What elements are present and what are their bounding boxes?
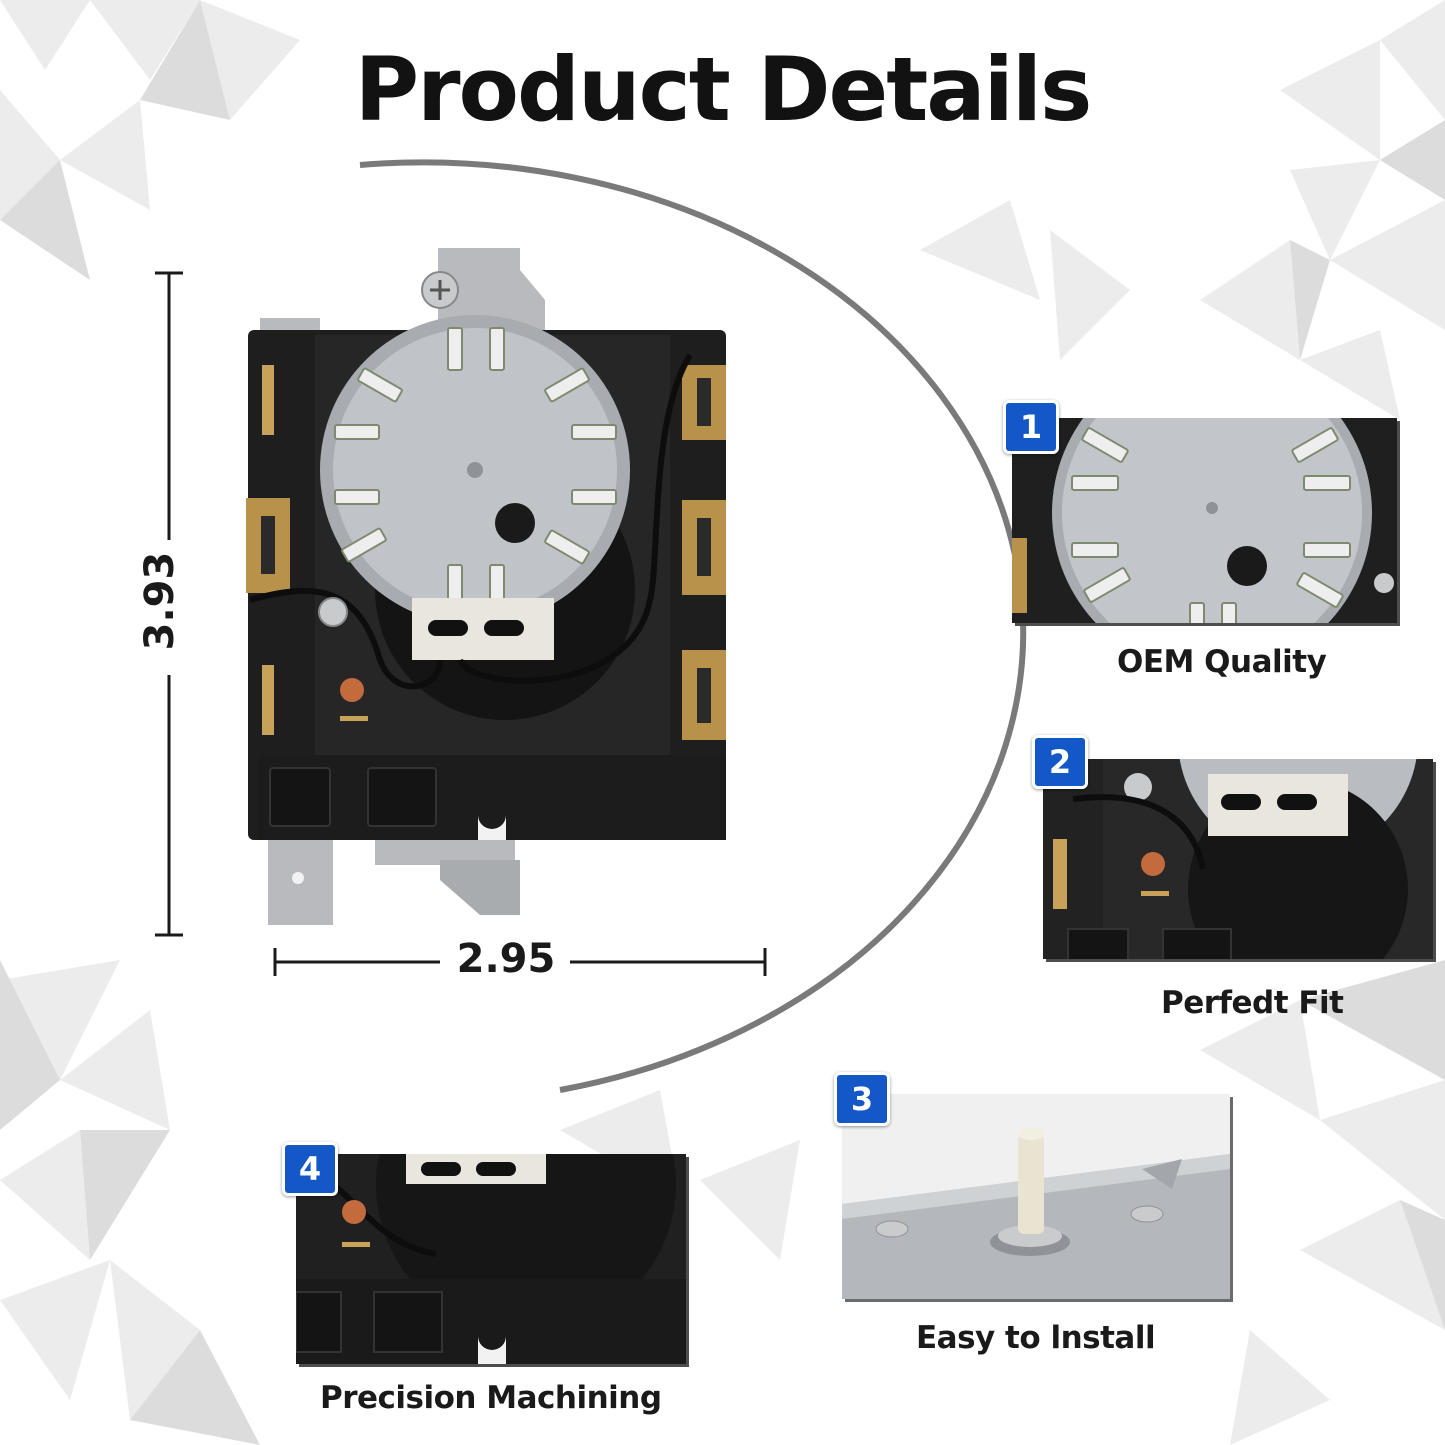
feature-caption-easy-to-install: Easy to lnstall xyxy=(916,1320,1156,1356)
feature-photo-housing xyxy=(296,1154,686,1364)
feature-photo-shaft xyxy=(842,1094,1230,1299)
feature-caption-oem-quality: OEM Quality xyxy=(1117,644,1327,680)
height-dimension-label: 3.93 xyxy=(137,551,183,651)
feature-card-easy-to-install: 3 Easy to lnstall xyxy=(832,1072,1242,1372)
product-timer xyxy=(246,248,726,925)
height-dimension-line xyxy=(155,271,183,937)
feature-photo-terminal xyxy=(1043,759,1433,959)
feature-card-precision-machining: 4 Precision Machining xyxy=(280,1140,700,1430)
feature-caption-precision-machining: Precision Machining xyxy=(320,1380,662,1416)
page-title: Product Details xyxy=(354,38,1093,141)
feature-badge-1: 1 xyxy=(1003,400,1059,454)
feature-badge-4: 4 xyxy=(282,1142,338,1196)
feature-caption-perfect-fit: Perfedt Fit xyxy=(1161,985,1344,1021)
feature-badge-2: 2 xyxy=(1032,735,1088,789)
width-dimension-label: 2.95 xyxy=(456,936,556,982)
feature-photo-motor xyxy=(1012,418,1397,623)
feature-card-perfect-fit: 2 Perfedt Fit xyxy=(1030,735,1440,1035)
feature-card-oem-quality: 1 OEM Quality xyxy=(1000,400,1410,700)
width-dimension-line xyxy=(273,948,767,976)
feature-badge-3: 3 xyxy=(834,1072,890,1126)
